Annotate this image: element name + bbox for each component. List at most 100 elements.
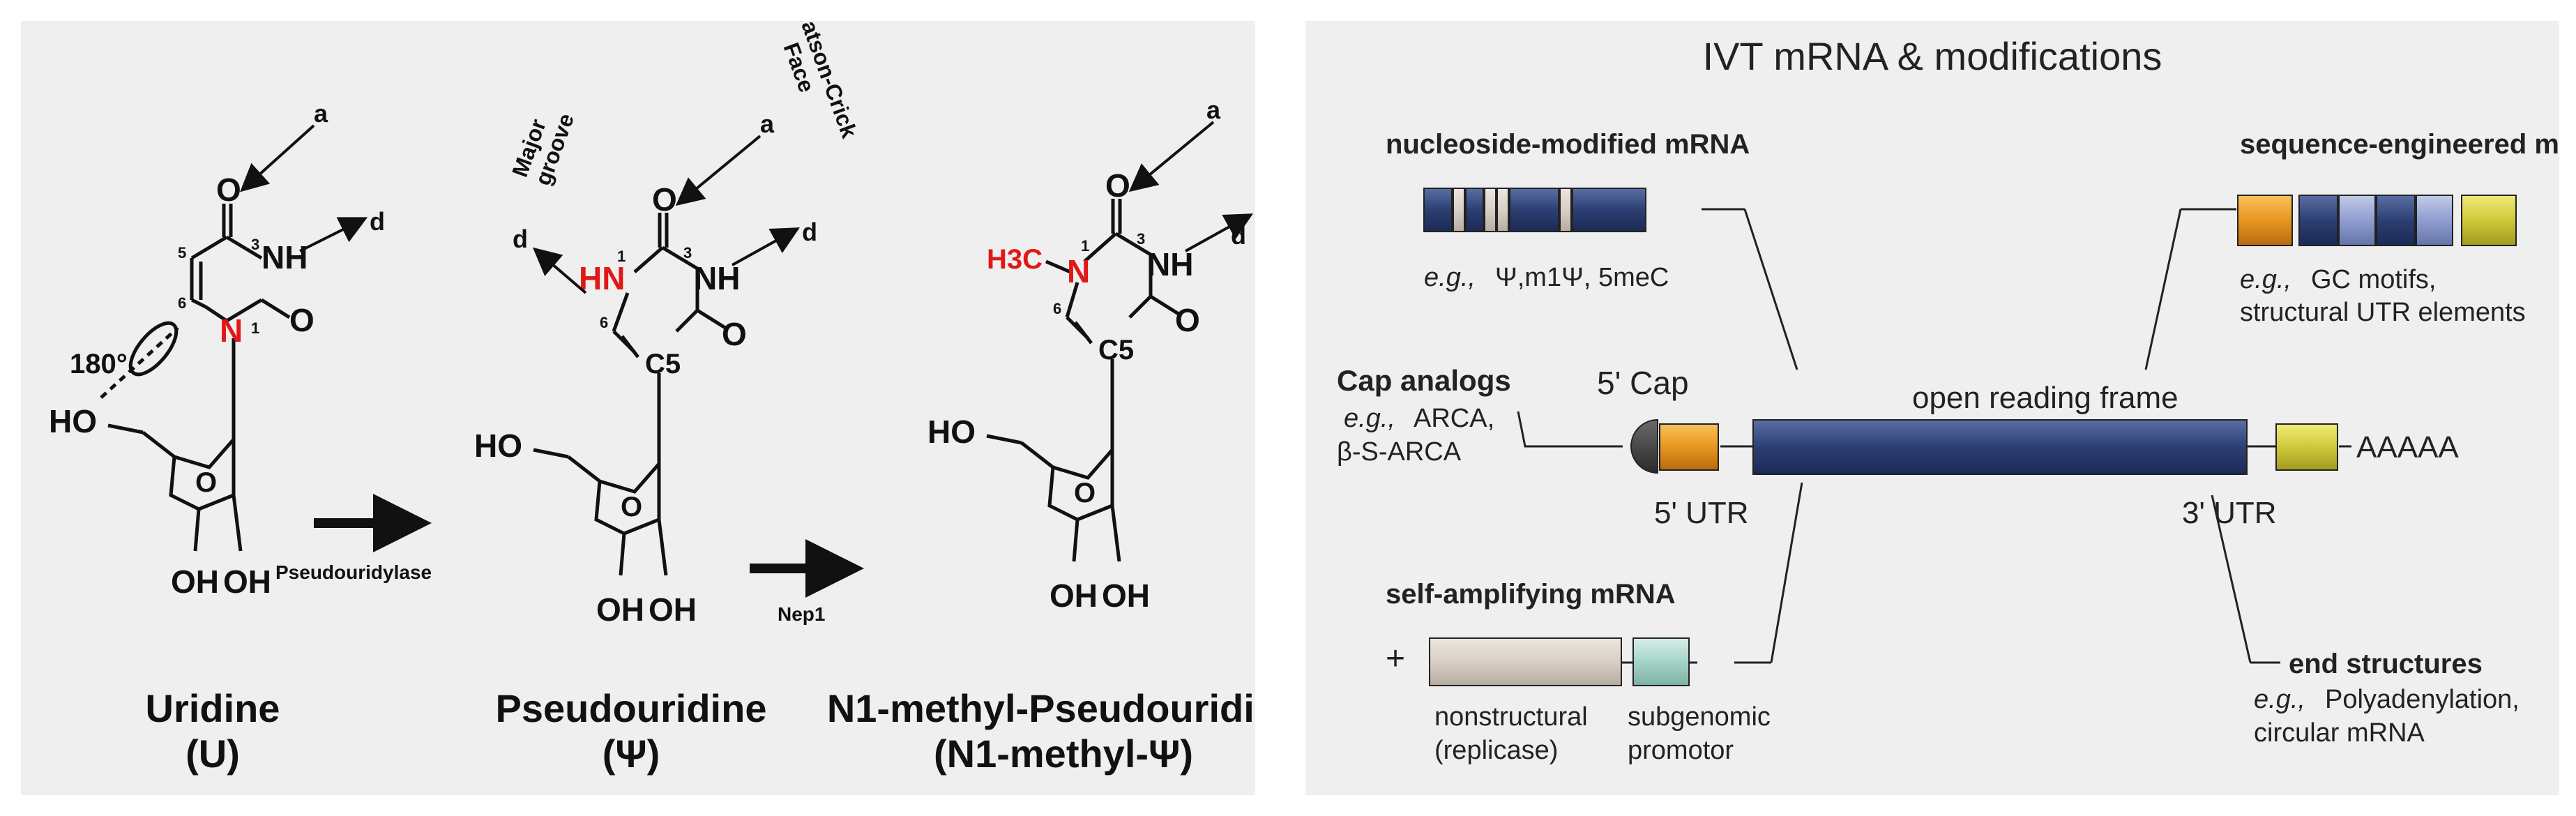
enzyme-nep1: Nep1 bbox=[778, 603, 825, 625]
pseudo-oh2: OH bbox=[649, 591, 697, 628]
nucleoside-examples: Ψ,m1Ψ, 5meC bbox=[1495, 263, 1669, 292]
uridine-num3: 3 bbox=[251, 236, 259, 253]
figure-title: IVT mRNA & modifications bbox=[1703, 34, 2162, 78]
uridine-label-a: a bbox=[314, 99, 328, 128]
uridine-n1: N bbox=[220, 312, 243, 349]
uridine-structure bbox=[100, 204, 291, 552]
enzyme-pseudouridylase: Pseudouridylase bbox=[275, 561, 432, 583]
cap-examples-1: ARCA, bbox=[1414, 404, 1494, 433]
m1-ring-o: O bbox=[1074, 478, 1096, 508]
pseudo-arrow-d-left bbox=[532, 247, 587, 294]
sequence-engineered-mrna-bar bbox=[2237, 195, 2517, 246]
pseudouridine-name: Pseudouridine bbox=[496, 686, 767, 730]
five-cap-shape bbox=[1630, 418, 1658, 474]
n1-methyl-pseudouridine-name: N1-methyl-Pseudouridine bbox=[827, 686, 1255, 730]
major-groove-label: Major groove bbox=[507, 110, 579, 189]
m1-num1: 1 bbox=[1081, 237, 1089, 255]
pseudo-num3: 3 bbox=[683, 244, 692, 262]
m1-num6: 6 bbox=[1053, 300, 1061, 317]
pseudo-ho: HO bbox=[474, 428, 522, 464]
m1-n: N bbox=[1067, 253, 1090, 289]
cap-analogs-title: Cap analogs bbox=[1337, 364, 1511, 397]
sequence-engineered-title: sequence-engineered mRNA bbox=[2240, 129, 2559, 160]
pseudo-oh1: OH bbox=[596, 591, 644, 628]
m1-o4: O bbox=[1105, 167, 1130, 204]
subgenomic-label-2: promotor bbox=[1628, 736, 1734, 765]
three-utr-block bbox=[2275, 423, 2338, 471]
uridine-label-d: d bbox=[370, 207, 385, 236]
pseudouridine-abbr: (Ψ) bbox=[603, 732, 660, 776]
pseudo-arrow-a bbox=[675, 135, 762, 206]
m1-ho: HO bbox=[927, 414, 976, 450]
watson-crick-label: Watson-Crick Face bbox=[779, 21, 863, 142]
m1-num3: 3 bbox=[1137, 230, 1145, 248]
ivt-mrna-panel: IVT mRNA & modifications nucleoside-modi… bbox=[1305, 21, 2559, 795]
pseudouridine-structure bbox=[533, 213, 727, 576]
seq-eg: e.g., bbox=[2240, 265, 2291, 294]
m1-o2: O bbox=[1175, 302, 1200, 338]
five-cap-label: 5' Cap bbox=[1597, 365, 1689, 401]
seq-examples-2: structural UTR elements bbox=[2240, 298, 2526, 327]
uridine-nh: NH bbox=[262, 239, 308, 275]
rotation-angle: 180° bbox=[70, 349, 128, 379]
uridine-num5: 5 bbox=[178, 244, 186, 262]
uridine-oh1: OH bbox=[171, 564, 219, 600]
nonstructural-block bbox=[1429, 637, 1622, 686]
m1-arrow-a bbox=[1128, 121, 1215, 192]
polya-tail: AAAAA bbox=[2356, 430, 2459, 464]
nucleoside-structures-figure: O NH O N HO OH OH O 180° 5 6 3 1 a d Pse… bbox=[49, 21, 1255, 776]
uridine-arrow-d bbox=[299, 217, 368, 252]
pseudo-ring-o: O bbox=[621, 492, 642, 522]
cap-examples-2: β-S-ARCA bbox=[1337, 437, 1462, 467]
n1-methyl-pseudouridine-abbr: (N1-methyl-Ψ) bbox=[934, 732, 1193, 776]
seq-examples-1: GC motifs, bbox=[2311, 265, 2436, 294]
connector-lines bbox=[1517, 208, 2449, 664]
pseudo-label-d-right: d bbox=[802, 218, 817, 246]
nucleoside-eg: e.g., bbox=[1424, 263, 1476, 292]
self-amplifying-title: self-amplifying mRNA bbox=[1386, 579, 1676, 610]
m1-oh2: OH bbox=[1102, 577, 1150, 614]
nonstructural-label-1: nonstructural bbox=[1434, 702, 1588, 732]
five-utr-block bbox=[1659, 423, 1719, 471]
end-examples-2: circular mRNA bbox=[2254, 718, 2425, 748]
orf-label: open reading frame bbox=[1912, 381, 2179, 415]
m1-c5: C5 bbox=[1098, 335, 1134, 365]
pseudo-c5: C5 bbox=[645, 349, 681, 379]
pseudo-arrow-d-right bbox=[732, 227, 800, 266]
m1-label-a: a bbox=[1206, 96, 1221, 124]
three-utr-label: 3' UTR bbox=[2182, 496, 2277, 530]
plus-sign: + bbox=[1386, 640, 1405, 677]
m1-arrow-d bbox=[1185, 213, 1253, 252]
m1-oh1: OH bbox=[1050, 577, 1098, 614]
subgenomic-label-1: subgenomic bbox=[1628, 702, 1771, 732]
ivt-mrna-figure: IVT mRNA & modifications nucleoside-modi… bbox=[1337, 34, 2559, 765]
uridine-name: Uridine bbox=[146, 686, 280, 730]
uridine-num6: 6 bbox=[178, 294, 186, 312]
pseudo-num6: 6 bbox=[600, 314, 608, 331]
pseudo-label-d-left: d bbox=[513, 225, 528, 253]
pseudo-o2: O bbox=[722, 316, 747, 352]
cap-eg: e.g., bbox=[1344, 404, 1395, 433]
subgenomic-block bbox=[1632, 637, 1690, 686]
nonstructural-label-2: (replicase) bbox=[1434, 736, 1558, 765]
uridine-arrow-a bbox=[240, 124, 315, 192]
orf-block bbox=[1752, 419, 2248, 475]
uridine-o4: O bbox=[216, 172, 241, 208]
pseudo-hn: HN bbox=[579, 260, 625, 296]
pseudo-o4: O bbox=[652, 181, 677, 218]
nucleoside-modified-mrna-bar bbox=[1423, 188, 1646, 232]
uridine-num1: 1 bbox=[251, 319, 259, 337]
m1-label-d: d bbox=[1231, 221, 1246, 250]
pseudo-label-a: a bbox=[760, 109, 775, 138]
m1-h3c: H3C bbox=[987, 244, 1043, 275]
uridine-oh2: OH bbox=[223, 564, 271, 600]
n1-methyl-pseudouridine-structure bbox=[986, 199, 1180, 562]
five-utr-label: 5' UTR bbox=[1654, 496, 1749, 530]
uridine-ring-o: O bbox=[195, 467, 217, 498]
uridine-abbr: (U) bbox=[185, 732, 240, 776]
end-examples-1: Polyadenylation, bbox=[2325, 685, 2520, 714]
uridine-ho: HO bbox=[49, 403, 97, 439]
m1-nh: NH bbox=[1147, 246, 1193, 282]
end-eg: e.g., bbox=[2254, 685, 2305, 714]
pseudo-nh: NH bbox=[694, 260, 740, 296]
